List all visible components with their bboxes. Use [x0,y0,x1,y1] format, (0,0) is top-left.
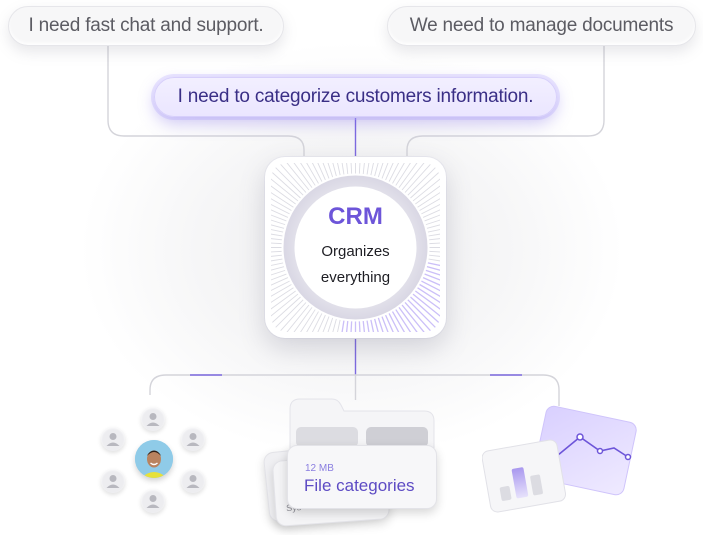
need-pill-chat-support: I need fast chat and support. [8,6,284,46]
person-icon [181,469,205,493]
file-categories-label: File categories [304,476,415,495]
crm-title: CRM [328,202,383,230]
person-icon [141,489,165,513]
need-pill-chat-support-text: I need fast chat and support. [28,15,264,36]
need-pill-categorize-customers-text: I need to categorize customers informati… [177,86,534,107]
file-categories-illustration: 1 Sys 12 MB File categories [262,395,452,535]
need-pill-manage-documents-text: We need to manage documents [409,15,674,36]
crm-subtitle-line-2: everything [320,268,391,286]
crm-subtitle-line-1: Organizes [321,242,390,260]
user-avatar [135,440,173,478]
need-pill-manage-documents: We need to manage documents [387,6,696,46]
person-icon [181,427,205,451]
person-icon [141,407,165,431]
need-pill-categorize-customers: I need to categorize customers informati… [154,77,557,117]
crm-card: CRM Organizes everything [265,157,446,338]
person-icon [101,469,125,493]
file-size-label: 12 MB [305,463,334,474]
analytics-illustration [481,405,642,520]
sunburst-decoration [271,163,440,332]
person-icon [101,427,125,451]
file-categories-card: 12 MB File categories [287,445,437,509]
chart-icon [481,405,637,513]
